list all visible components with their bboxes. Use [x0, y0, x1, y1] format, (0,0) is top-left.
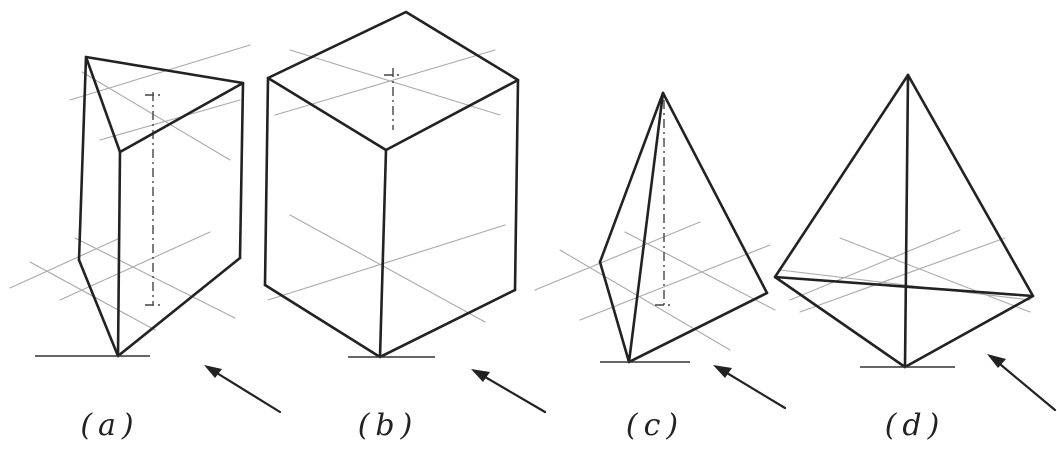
- caption-d: (d): [884, 408, 946, 443]
- caption-b: (b): [357, 408, 419, 443]
- figure-b-square-prism: [263, 10, 547, 414]
- figure-a-triangular-prism: [9, 44, 282, 414]
- caption-c: (c): [625, 408, 685, 443]
- figure-d-square-pyramid: [773, 73, 1057, 412]
- caption-a: (a): [80, 408, 140, 443]
- figure-c-triangular-pyramid: [534, 91, 787, 410]
